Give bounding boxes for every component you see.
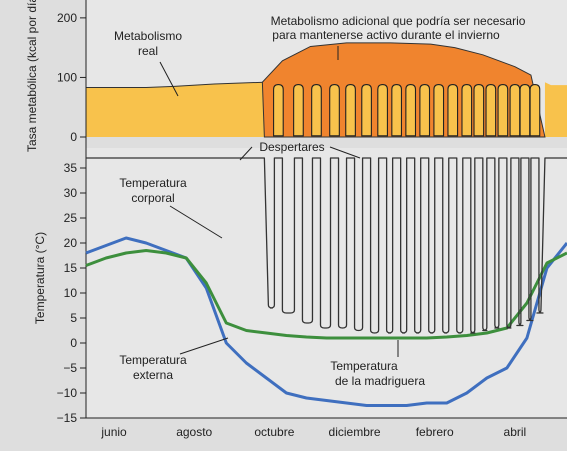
metabolism-arousal-bump (519, 84, 531, 137)
label-temperatura-corporal-leader (169, 205, 223, 239)
bottom-y-tick-label: 35 (64, 161, 78, 175)
metabolism-arousal-bump (345, 84, 356, 137)
metabolism-real-area-post (544, 82, 567, 137)
x-tick-label: abril (504, 425, 527, 439)
bottom-y-tick-label: 30 (64, 186, 78, 200)
bottom-y-tick-label: 25 (64, 211, 78, 225)
label-line: Metabolismo adicional que podría ser nec… (271, 14, 526, 28)
metabolism-arousal-bump (405, 84, 417, 137)
x-tick-label: febrero (416, 425, 454, 439)
metabolism-arousal-bump (391, 84, 403, 137)
metabolism-arousal-bump (509, 84, 521, 137)
metabolism-arousal-bump (447, 84, 459, 137)
label-line: para mantenerse activo durante el invier… (272, 28, 500, 42)
label-line: Metabolismo (114, 29, 182, 43)
label-line: corporal (131, 191, 174, 205)
metabolism-arousal-bump (361, 84, 372, 137)
top-y-tick-label: 0 (70, 130, 77, 144)
x-tick-label: octubre (254, 425, 294, 439)
metabolism-arousal-bump (529, 84, 541, 137)
label-despertares-leader (239, 146, 253, 161)
metabolism-arousal-bump (419, 84, 431, 137)
x-tick-label: junio (100, 425, 127, 439)
bottom-y-tick-label: −15 (57, 411, 78, 425)
label-despertares: Despertares (259, 140, 324, 154)
metabolism-arousal-bump (273, 84, 284, 137)
bottom-y-tick-label: 20 (64, 236, 78, 250)
label-line: Temperatura (330, 359, 398, 373)
label-line: de la madriguera (335, 374, 425, 388)
label-metabolismo-adicional: Metabolismo adicional que podría ser nec… (271, 14, 526, 42)
top-y-tick-label: 200 (57, 11, 77, 25)
bottom-y-tick-label: 5 (70, 311, 77, 325)
bottom-ylabel: Temperatura (°C) (33, 232, 47, 324)
x-tick-label: diciembre (329, 425, 381, 439)
bottom-y-tick-label: −5 (63, 361, 77, 375)
metabolism-arousal-bump (329, 84, 340, 137)
metabolism-arousal-bump (433, 84, 445, 137)
x-tick-label: agosto (176, 425, 212, 439)
metabolism-arousal-bump (497, 84, 509, 137)
metabolism-arousal-bump (311, 84, 322, 137)
series-temperatura-madriguera (85, 249, 567, 340)
bottom-y-tick-label: −10 (57, 386, 78, 400)
label-line: Temperatura (119, 353, 187, 367)
label-metabolismo-real-leader (159, 61, 179, 97)
bottom-y-tick-label: 0 (70, 336, 77, 350)
series-temperatura-corporal (86, 157, 567, 334)
bottom-y-tick-label: 15 (64, 261, 78, 275)
series-temperatura-externa (85, 236, 567, 407)
metabolism-arousal-bump (377, 84, 388, 137)
bottom-y-tick-label: 10 (64, 286, 78, 300)
label-line: Temperatura (119, 176, 187, 190)
label-temperatura-externa-leader (179, 337, 229, 355)
label-line: real (138, 44, 158, 58)
label-line: externa (133, 368, 173, 382)
metabolism-arousal-bump (293, 84, 304, 137)
metabolism-arousal-bump (461, 84, 473, 137)
metabolism-arousal-bump (473, 84, 485, 137)
top-y-tick-label: 100 (57, 70, 77, 84)
metabolism-arousal-bump (485, 84, 497, 137)
metabolism-real-line-pre (86, 81, 265, 89)
top-ylabel: Tasa metabólica (kcal por día) (25, 0, 39, 152)
label-despertares-leader (329, 146, 361, 159)
metabolism-real-area-pre (86, 82, 265, 137)
bottom-chart: −15 −10 −5 0 5 10 15 20 25 30 35 junio agosto octubre… (57, 140, 567, 439)
